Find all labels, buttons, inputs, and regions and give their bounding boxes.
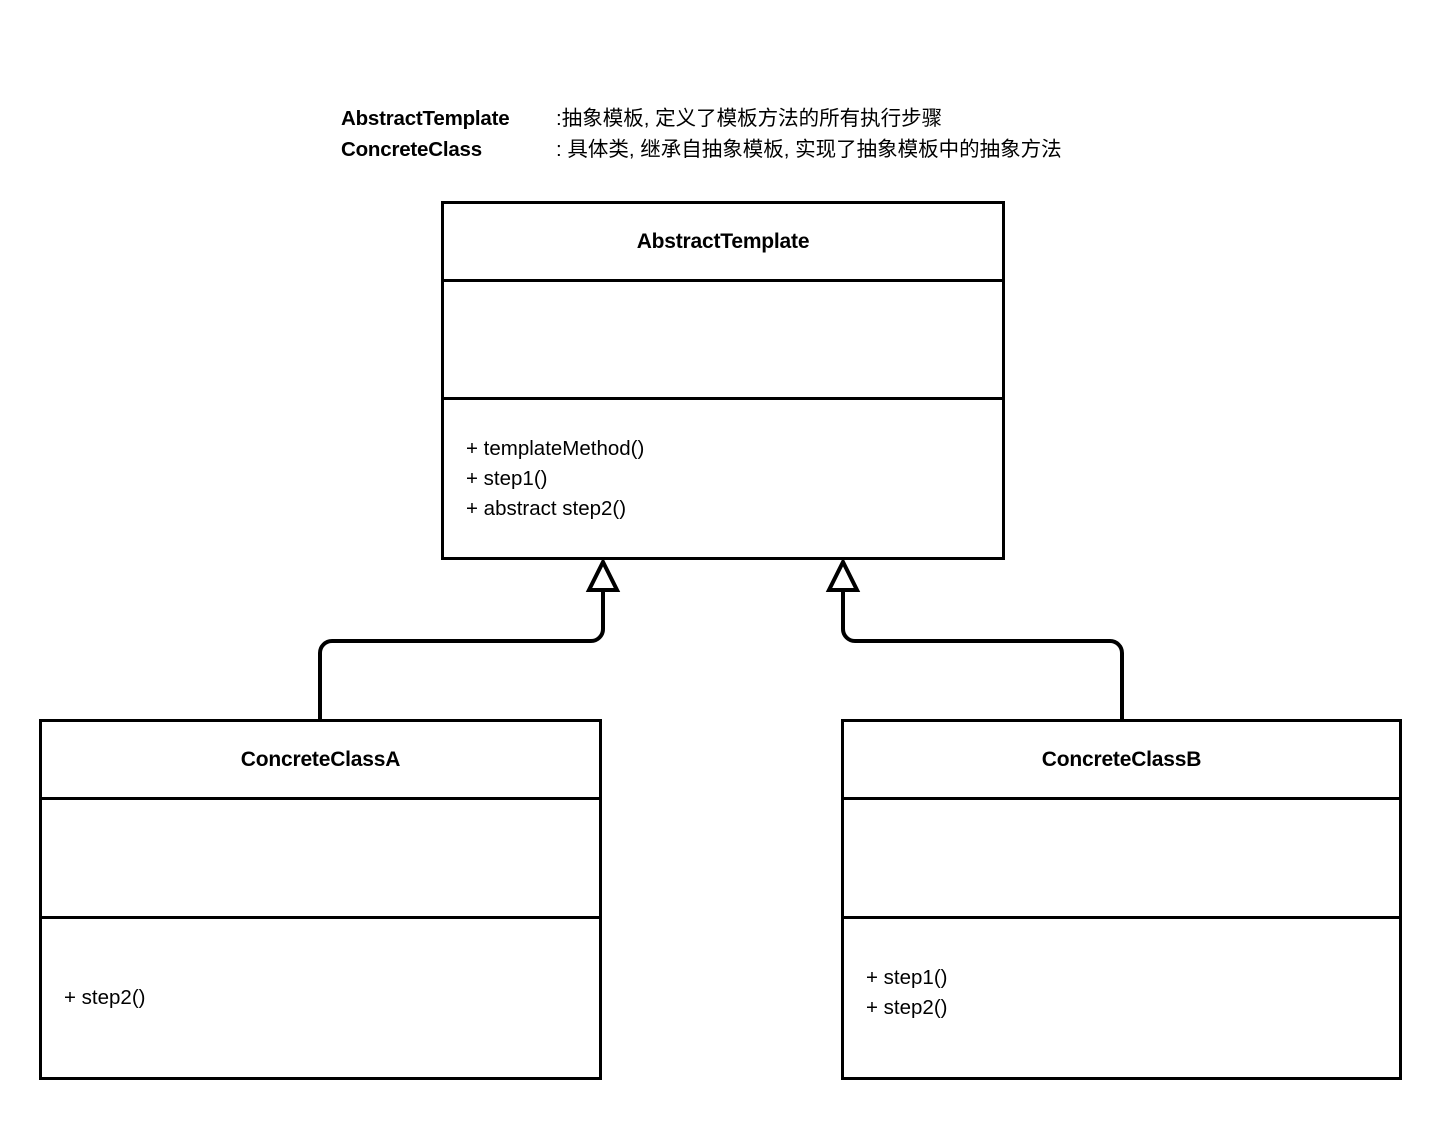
generalization-edge-concrete-class-b xyxy=(841,584,1124,719)
legend-term-concrete-class: ConcreteClass xyxy=(341,138,482,161)
uml-operations-compartment-abstract-template: + templateMethod() + step1() + abstract … xyxy=(444,400,1002,557)
uml-operation: + step1() xyxy=(866,966,948,989)
uml-operation: + step1() xyxy=(466,466,548,490)
generalization-edge-concrete-class-a xyxy=(318,584,605,719)
generalization-arrowhead-concrete-class-b xyxy=(825,557,861,592)
generalization-arrowhead-concrete-class-a xyxy=(585,557,621,592)
legend-desc-abstract-template: :抽象模板, 定义了模板方法的所有执行步骤 xyxy=(556,107,943,130)
uml-operation: + step2() xyxy=(866,996,948,1019)
uml-operation: + templateMethod() xyxy=(466,436,645,460)
uml-class-concrete-class-b[interactable]: ConcreteClassB + step1() + step2() xyxy=(841,719,1402,1080)
uml-class-name-concrete-class-b: ConcreteClassB xyxy=(844,722,1399,800)
uml-attributes-compartment-concrete-class-a xyxy=(42,800,599,919)
legend-desc-concrete-class: : 具体类, 继承自抽象模板, 实现了抽象模板中的抽象方法 xyxy=(556,138,1062,161)
legend-row-abstract-template: AbstractTemplate :抽象模板, 定义了模板方法的所有执行步骤 xyxy=(341,101,1241,132)
uml-attributes-compartment-abstract-template xyxy=(444,282,1002,400)
uml-operations-compartment-concrete-class-b: + step1() + step2() xyxy=(844,919,1399,1077)
uml-class-abstract-template[interactable]: AbstractTemplate + templateMethod() + st… xyxy=(441,201,1005,560)
legend: AbstractTemplate :抽象模板, 定义了模板方法的所有执行步骤 C… xyxy=(341,101,1241,163)
uml-class-name-abstract-template: AbstractTemplate xyxy=(444,204,1002,282)
uml-attributes-compartment-concrete-class-b xyxy=(844,800,1399,919)
legend-term-abstract-template: AbstractTemplate xyxy=(341,107,510,130)
uml-class-concrete-class-a[interactable]: ConcreteClassA + step2() xyxy=(39,719,602,1080)
uml-class-name-concrete-class-a: ConcreteClassA xyxy=(42,722,599,800)
uml-operations-compartment-concrete-class-a: + step2() xyxy=(42,919,599,1077)
uml-operation: + abstract step2() xyxy=(466,496,627,520)
legend-row-concrete-class: ConcreteClass : 具体类, 继承自抽象模板, 实现了抽象模板中的抽… xyxy=(341,132,1241,163)
uml-operation: + step2() xyxy=(64,986,146,1009)
